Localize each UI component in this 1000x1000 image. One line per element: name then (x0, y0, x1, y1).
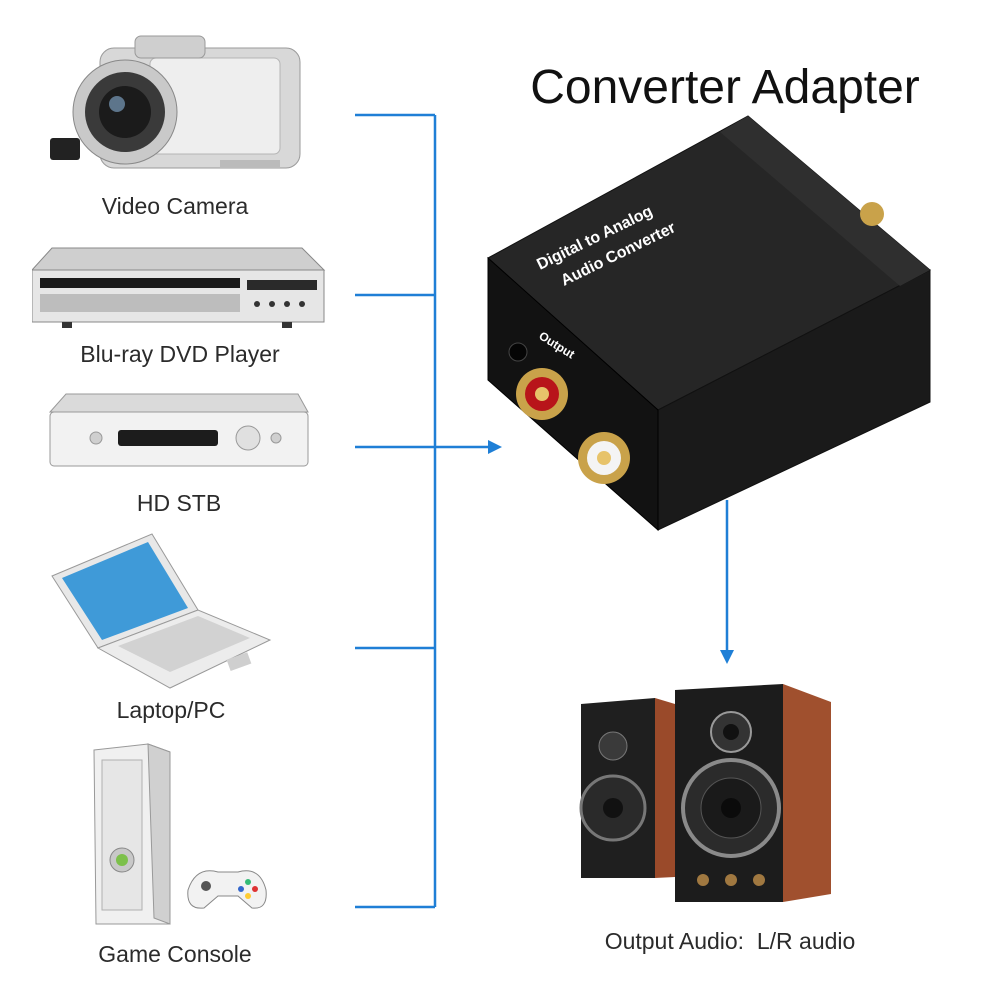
arrow-right-icon (488, 440, 502, 454)
output-audio-label: Output Audio: L/R audio (604, 928, 856, 954)
speakers-icon (579, 684, 831, 902)
device-label-game-console: Game Console (98, 941, 252, 967)
set-top-box-icon (48, 393, 309, 467)
device-label-stb: HD STB (136, 490, 222, 516)
game-console-icon (93, 743, 267, 925)
video-camera-icon (50, 35, 301, 169)
device-label-video-camera: Video Camera (101, 193, 249, 219)
diagram-title: Converter Adapter (530, 61, 920, 114)
laptop-icon (51, 533, 272, 689)
arrow-down-icon (720, 650, 734, 664)
device-label-laptop: Laptop/PC (116, 697, 226, 723)
bluray-player-icon (32, 247, 326, 328)
converter-box-icon: Digital to Analog Audio Converter Output (487, 115, 931, 532)
device-label-bluray: Blu-ray DVD Player (80, 341, 280, 367)
